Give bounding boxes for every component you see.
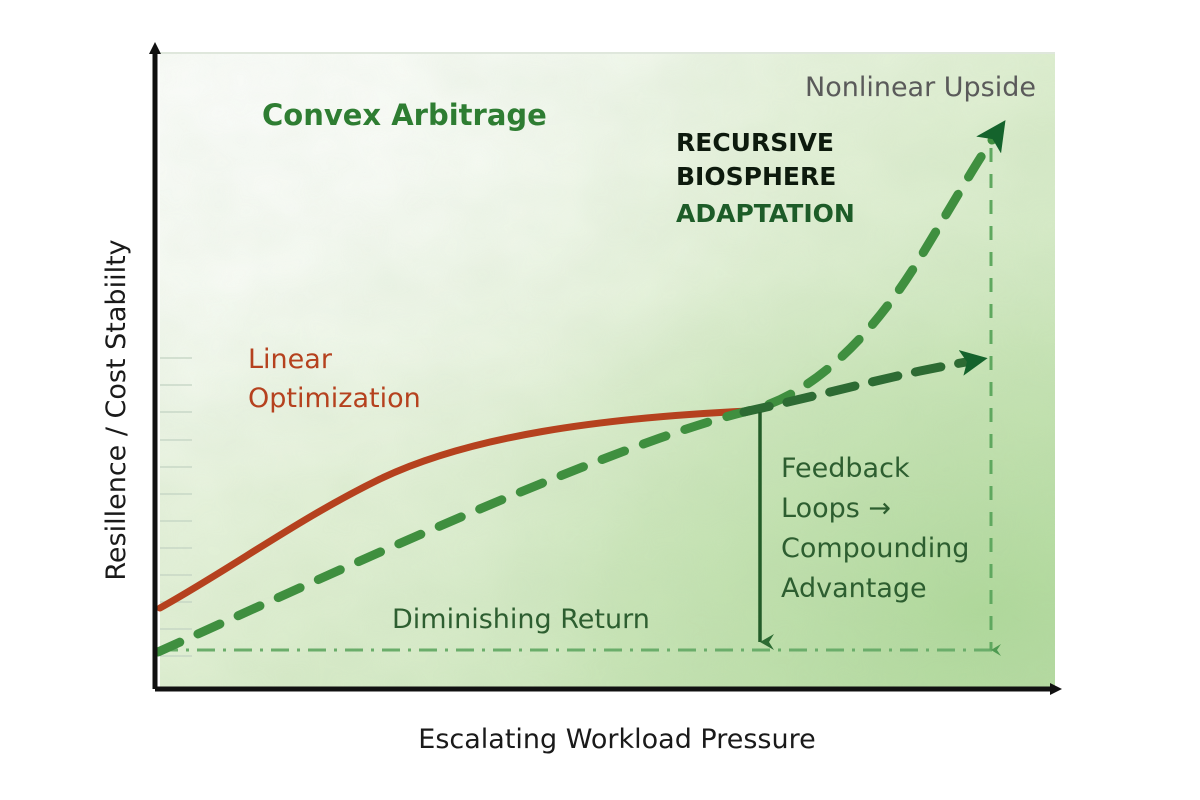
series-line-diminishing-branch — [739, 350, 988, 417]
linear-label-line-2: Optimization — [248, 383, 421, 414]
feedback-line-2: Loops → — [781, 493, 891, 524]
callout-line-1: RECURSIVE — [676, 128, 834, 157]
plot-background — [160, 52, 1055, 689]
callout-line-2: BIOSPHERE — [676, 162, 836, 191]
y-axis-label: Resillence / Cost Stabiilty — [101, 239, 132, 580]
callout-line-3: ADAPTATION — [676, 199, 855, 228]
callout-feedback-loops: Feedback Loops → Compounding Advantage — [781, 453, 969, 604]
x-axis-label: Escalating Workload Pressure — [418, 724, 815, 755]
series-line-linear-optimization — [156, 407, 752, 612]
page-title: Convex Arbitrage — [262, 98, 547, 132]
label-diminishing-return: Diminishing Return — [392, 604, 650, 635]
label-linear-optimization: Linear Optimization — [248, 344, 421, 414]
feedback-line-3: Compounding — [781, 533, 969, 564]
label-nonlinear-upside: Nonlinear Upside — [805, 72, 1036, 103]
feedback-line-4: Advantage — [781, 573, 927, 604]
linear-label-line-1: Linear — [248, 344, 333, 375]
callout-recursive-biosphere-adaptation: RECURSIVE BIOSPHERE ADAPTATION — [676, 128, 855, 228]
feedback-line-1: Feedback — [781, 453, 910, 484]
